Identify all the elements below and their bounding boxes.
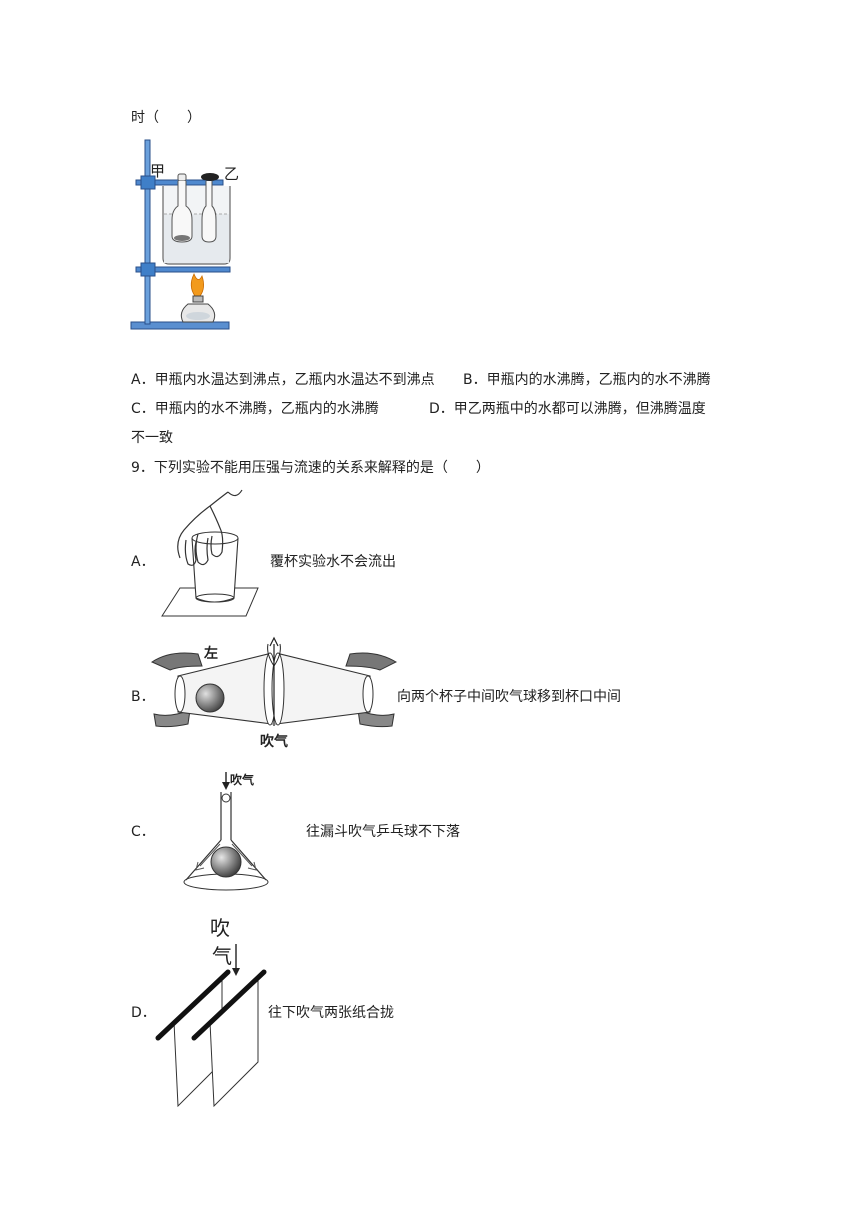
flask-jia-label: 甲 (150, 162, 166, 180)
q9-option-c-letter: C． (131, 824, 155, 840)
q9-option-d-paper-strips-figure: 吹 气 (150, 914, 268, 1108)
q8-stem-tail: 时（ ） (131, 110, 201, 126)
q9-option-d-letter: D． (131, 1005, 156, 1021)
q8-boiling-apparatus-figure: 甲 乙 (128, 136, 243, 336)
blow-label-c: 吹气 (230, 773, 255, 787)
blow-label-b: 吹气 (260, 734, 288, 750)
q9-option-a-covered-cup-figure (158, 488, 263, 622)
q9-option-a-letter: A． (131, 554, 155, 570)
q9-stem: 9．下列实验不能用压强与流速的关系来解释的是（ ） (131, 460, 490, 476)
q9-option-b-letter: B． (131, 689, 155, 705)
q8-option-a: A．甲瓶内水温达到沸点，乙瓶内水温达不到沸点 (131, 372, 435, 388)
q9-option-b-text: 向两个杯子中间吹气球移到杯口中间 (397, 689, 621, 705)
q9-option-c-text: 往漏斗吹气乒乓球不下落 (306, 824, 460, 840)
blow-label-d-1: 吹 (210, 916, 230, 940)
blow-label-d-2: 气 (212, 944, 232, 968)
q8-option-b: B．甲瓶内的水沸腾，乙瓶内的水不沸腾 (463, 372, 711, 388)
q9-option-b-two-cups-figure: 左 吹气 (150, 636, 398, 754)
left-label: 左 (204, 646, 218, 662)
q9-option-c-funnel-figure: 吹气 (180, 770, 272, 892)
q9-option-d-text: 往下吹气两张纸合拢 (268, 1005, 394, 1021)
q9-option-a-text: 覆杯实验水不会流出 (270, 554, 396, 570)
q8-option-d-line1: D．甲乙两瓶中的水都可以沸腾，但沸腾温度 (429, 401, 706, 417)
flask-yi-label: 乙 (224, 165, 240, 183)
q8-option-c: C．甲瓶内的水不沸腾，乙瓶内的水沸腾 (131, 401, 379, 417)
q8-option-d-line2: 不一致 (131, 430, 173, 446)
